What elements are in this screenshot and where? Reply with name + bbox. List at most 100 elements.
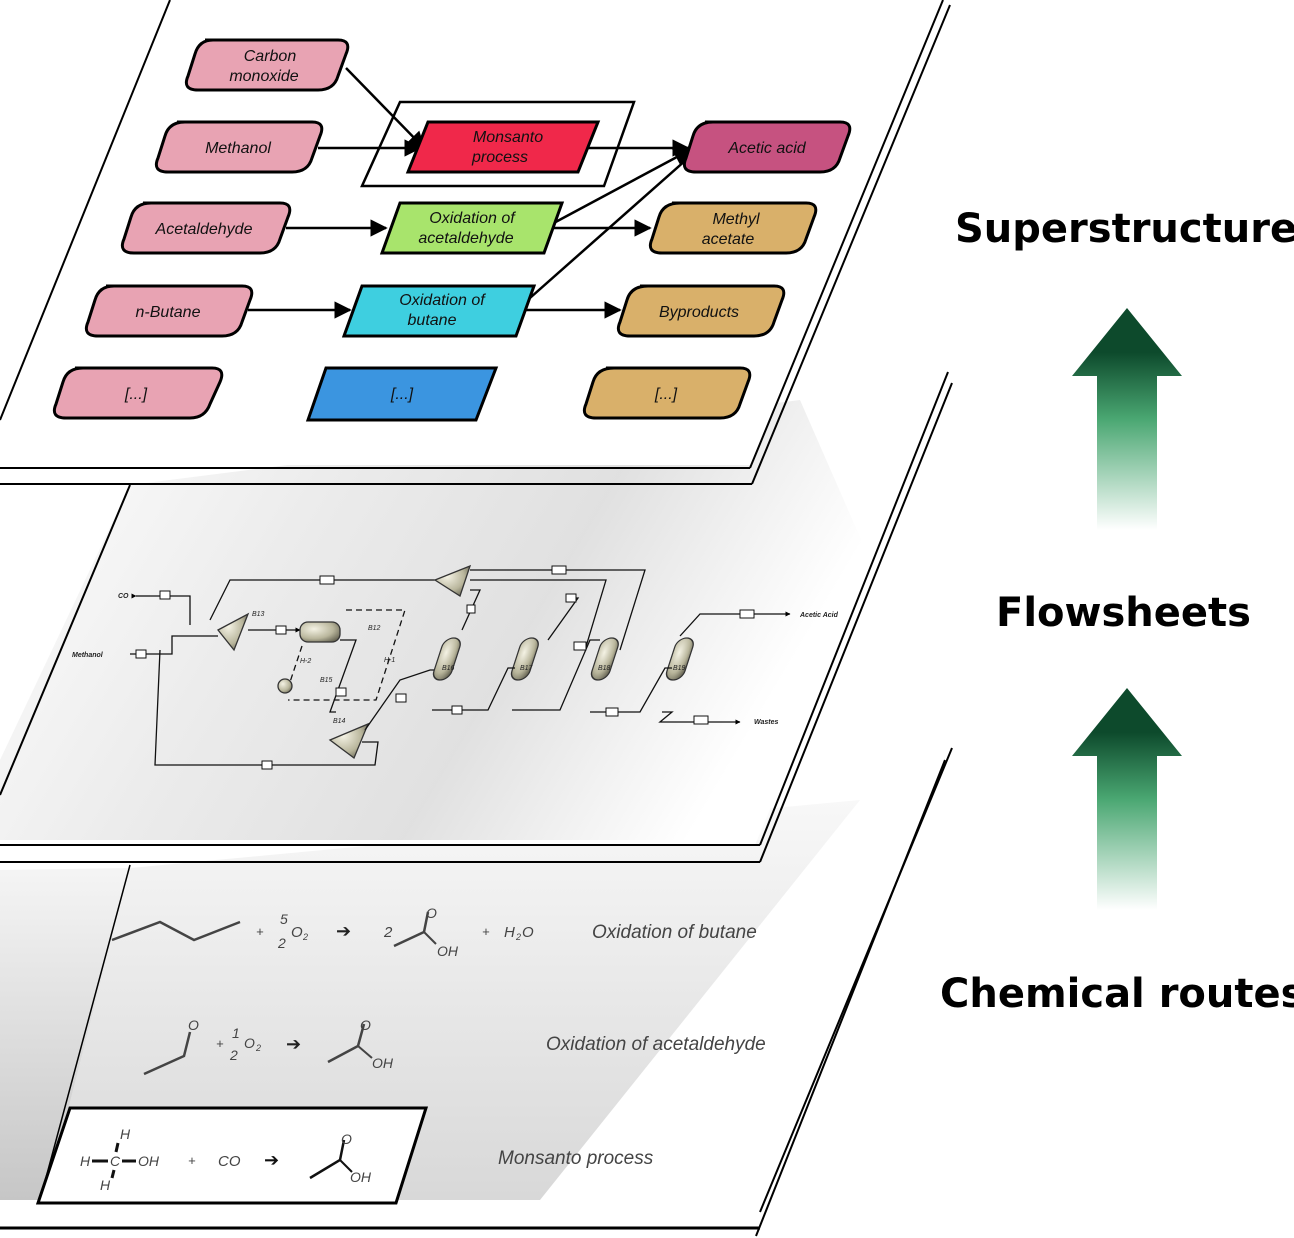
atom-c: C (110, 1153, 121, 1169)
route-oxidation-butane: + 5 2 O 2 ➔ 2 O OH + H 2 O Oxidation of … (111, 905, 757, 959)
label-flowsheets: Flowsheets (996, 590, 1251, 636)
reagent: O (291, 924, 303, 941)
up-arrow-icon (1072, 688, 1182, 910)
byproduct-h: H (504, 924, 515, 941)
node-process-more[interactable]: [...] (305, 366, 499, 422)
plus-sign: + (256, 924, 264, 939)
node-label: Methanol (205, 140, 271, 157)
plus-sign: + (188, 1153, 196, 1168)
raw-material-nodes: Carbon monoxide Methanol Acetaldehyde n-… (52, 38, 350, 420)
coef-numerator: 1 (232, 1025, 240, 1041)
carbonyl-o: O (360, 1017, 371, 1033)
reaction-arrow-icon: ➔ (336, 921, 351, 941)
node-monsanto-process[interactable]: Monsanto process (405, 120, 601, 174)
node-product-more[interactable]: [...] (582, 366, 752, 420)
carbonyl-o: O (341, 1131, 352, 1147)
node-label: Oxidation of (429, 210, 516, 227)
reactor-b12 (299, 621, 341, 643)
block-label: B12 (368, 625, 381, 632)
label-superstructure: Superstructure (955, 206, 1294, 252)
node-label: process (471, 149, 528, 166)
column-b16 (432, 637, 461, 681)
reaction-arrow-icon: ➔ (286, 1034, 301, 1054)
node-label: [...] (390, 386, 414, 403)
node-label: Acetaldehyde (155, 221, 253, 238)
coef-denominator: 2 (229, 1047, 238, 1063)
plus-sign: + (216, 1036, 224, 1051)
aldehyde-o: O (188, 1017, 199, 1033)
route-oxidation-acetaldehyde: O + 1 2 O 2 ➔ O OH Oxidation of acetalde… (143, 1017, 766, 1076)
reagent-subscript: 2 (255, 1043, 261, 1053)
node-label: butane (408, 312, 457, 329)
node-oxidation-butane[interactable]: Oxidation of butane (341, 284, 537, 338)
coef-numerator: 5 (280, 911, 288, 927)
route-name: Oxidation of acetaldehyde (546, 1034, 766, 1055)
node-label: monoxide (229, 68, 298, 85)
heater-b15 (277, 678, 293, 694)
reagent: CO (218, 1153, 241, 1170)
block-label: B16 (442, 665, 455, 672)
flowsheets-layer (0, 371, 953, 863)
node-label: [...] (124, 386, 148, 403)
block-label: B15 (320, 677, 333, 684)
node-label: Carbon (244, 48, 297, 65)
node-carbon-monoxide[interactable]: Carbon monoxide (184, 38, 350, 92)
stream-tags (135, 565, 755, 770)
reaction-arrow-icon: ➔ (264, 1150, 279, 1170)
reagent: O (244, 1035, 255, 1051)
carbonyl-o: O (426, 905, 437, 921)
block-label: B13 (252, 611, 265, 618)
block-label: B18 (598, 665, 611, 672)
product-coef: 2 (383, 924, 393, 941)
label-chemical-routes: Chemical routes (940, 971, 1294, 1017)
heat-stream-label: H-2 (300, 658, 311, 665)
node-label: n-Butane (136, 304, 201, 321)
hydroxyl: OH (350, 1169, 372, 1185)
atom-h: H (80, 1153, 91, 1169)
hydroxyl: OH (437, 943, 459, 959)
hydroxyl: OH (372, 1055, 394, 1071)
node-label: acetate (702, 231, 755, 248)
node-raw-more[interactable]: [...] (52, 366, 224, 420)
feed-label-co: CO (118, 593, 129, 600)
column-b19 (665, 637, 694, 681)
column-b17 (510, 637, 539, 681)
node-byproducts[interactable]: Byproducts (616, 284, 786, 338)
atom-h: H (100, 1177, 111, 1193)
edge-oxacet-acetic (549, 148, 692, 227)
node-label: acetaldehyde (418, 230, 513, 247)
coef-denominator: 2 (277, 935, 286, 951)
route-monsanto[interactable]: H H C OH H + CO ➔ O OH Monsanto process (35, 1106, 654, 1205)
edge-oxbut-acetic (521, 150, 697, 306)
node-label: Acetic acid (727, 140, 806, 157)
feed-label-methanol: Methanol (72, 652, 104, 659)
reagent-subscript: 2 (302, 932, 308, 942)
node-label: Methyl (712, 211, 760, 228)
plus-sign: + (482, 924, 490, 939)
node-acetic-acid[interactable]: Acetic acid (682, 120, 852, 174)
splitter-b14 (328, 722, 370, 760)
block-label: B19 (673, 665, 686, 672)
node-methanol[interactable]: Methanol (154, 120, 324, 174)
output-label-wastes: Wastes (754, 719, 778, 726)
node-acetaldehyde[interactable]: Acetaldehyde (120, 201, 292, 255)
node-n-butane[interactable]: n-Butane (84, 284, 254, 338)
edge-co-monsanto (345, 67, 426, 150)
node-label: [...] (654, 386, 678, 403)
monsanto-selection-frame (360, 100, 636, 188)
node-label: Oxidation of (399, 292, 486, 309)
route-name: Monsanto process (498, 1148, 654, 1169)
node-methyl-acetate[interactable]: Methyl acetate (648, 201, 818, 255)
output-label-acetic-acid: Acetic Acid (799, 612, 839, 619)
byproduct-subscript: 2 (515, 932, 521, 942)
byproduct-o: O (522, 924, 534, 941)
superstructure-edges (248, 67, 697, 319)
hydroxyl: OH (138, 1153, 160, 1169)
atom-h: H (120, 1126, 131, 1142)
heat-stream-label: H-1 (384, 657, 395, 664)
node-label: Monsanto (473, 129, 543, 146)
selected-route-frame (35, 1106, 429, 1205)
up-arrow-icon (1072, 308, 1182, 530)
node-oxidation-acetaldehyde[interactable]: Oxidation of acetaldehyde (379, 201, 565, 255)
process-nodes: Monsanto process Oxidation of acetaldehy… (305, 120, 601, 422)
